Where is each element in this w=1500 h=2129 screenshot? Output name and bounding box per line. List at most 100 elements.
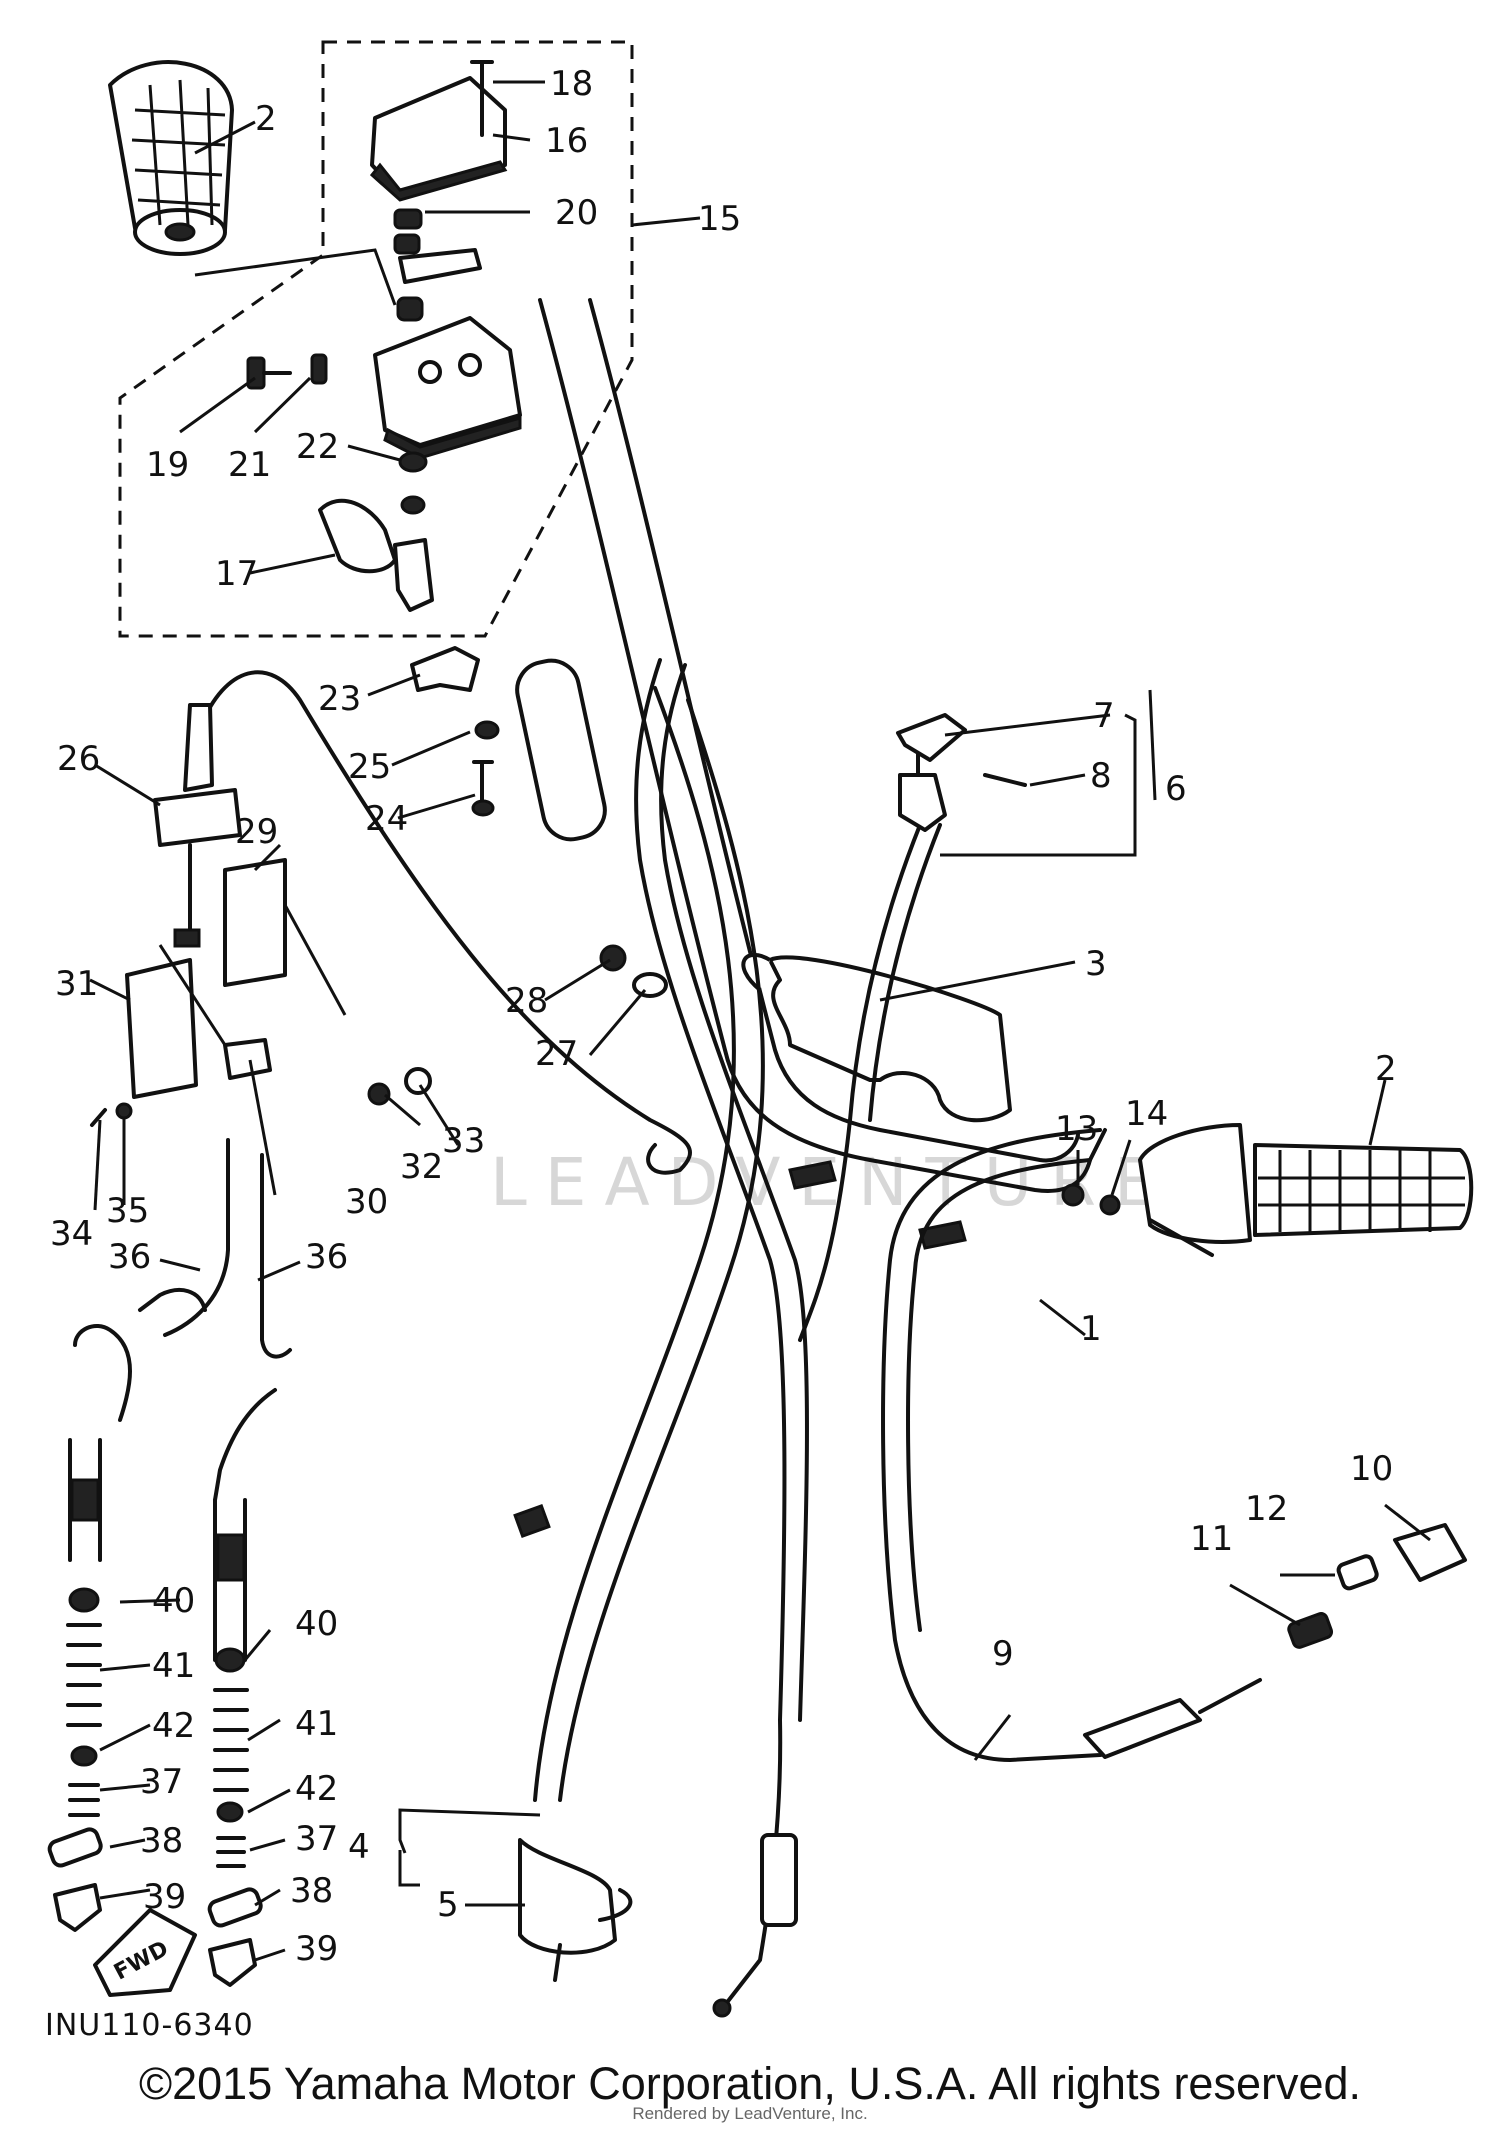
callout-33: 33 [442,1121,485,1161]
callout-labels: 1 2 2 3 4 5 6 7 8 9 10 11 12 13 14 15 16… [50,64,1397,1969]
callout-40-left: 40 [152,1581,195,1621]
handlebar-cover-part [741,952,1012,1123]
cap-12-part [1336,1554,1379,1591]
callout-14: 14 [1125,1094,1168,1134]
callout-2-left: 2 [255,99,277,139]
callout-3: 3 [1085,944,1107,984]
washer-25-part [474,720,500,740]
screw-34-part [90,1108,107,1127]
throttle-cable-4-part [513,686,765,1802]
holder-23-part [410,646,480,692]
fasteners-left-part [47,1587,103,1932]
choke-cable-9-part [881,1128,1467,1762]
rendered-by-credit: Rendered by LeadVenture, Inc. [632,2104,868,2123]
callout-10: 10 [1350,1449,1393,1489]
fasteners-center-part [207,1647,263,1987]
callout-22: 22 [296,427,339,467]
callout-28: 28 [505,981,548,1021]
callout-31: 31 [55,964,98,1004]
callout-41-right: 41 [295,1704,338,1744]
callout-20: 20 [555,193,598,233]
diagram-code: INU110-6340 [45,2008,254,2043]
switch-internals-part [393,208,482,322]
callout-36-right: 36 [305,1237,348,1277]
callout-29: 29 [235,812,278,852]
cover-31-part [125,958,198,1099]
callout-34: 34 [50,1214,93,1254]
callout-41-left: 41 [152,1646,195,1686]
spring-11-part [1287,1612,1334,1649]
watermark-text: LEADVENTURE [490,1144,1174,1221]
switch-assembly-outline [118,40,634,638]
callout-16: 16 [545,121,588,161]
screw-32-part [367,1082,391,1106]
holder-30-part [223,1038,272,1080]
choke-lever-17-part [318,498,434,612]
handlebar-band-2 [918,1220,967,1250]
callout-17: 17 [215,554,258,594]
callout-38-left: 38 [140,1821,183,1861]
callout-36-left: 36 [108,1237,151,1277]
callout-18: 18 [550,64,593,104]
callout-1: 1 [1080,1309,1102,1349]
cable-set-left-part [68,1138,230,1562]
callout-32: 32 [400,1147,443,1187]
clamp-13-14-part [1061,1183,1121,1216]
nut-22-part [398,451,428,515]
callout-12: 12 [1245,1489,1288,1529]
screw-18-part [470,60,494,137]
cable-set-center-part [213,1153,292,1662]
callout-8: 8 [1090,756,1112,796]
adjuster-10-part [1393,1523,1467,1582]
washer-33-part [404,1067,432,1095]
callout-40-right: 40 [295,1604,338,1644]
lever-7-part [896,713,967,762]
callout-39-right: 39 [295,1929,338,1969]
handlebar-part [515,298,1107,1250]
callout-11: 11 [1190,1519,1233,1559]
cover-29-part [223,858,287,987]
callout-13: 13 [1055,1109,1098,1149]
callout-27: 27 [535,1034,578,1074]
pin-8-part [983,773,1027,787]
callout-23: 23 [318,679,361,719]
bolt-24-part [471,760,495,817]
callout-6: 6 [1165,769,1187,809]
callout-9: 9 [992,1634,1014,1674]
callout-37-left: 37 [140,1762,183,1802]
washer-21-part [310,353,328,385]
callout-19: 19 [146,445,189,485]
switch-26-part [153,703,242,948]
throttle-housing-5-part [518,1838,633,1982]
callout-39-left: 39 [143,1877,186,1917]
connector-27-28-part [599,944,668,998]
brake-cable-part [634,658,809,2018]
callout-15: 15 [698,199,741,239]
callout-2-right: 2 [1375,1049,1397,1089]
callout-37-right: 37 [295,1819,338,1859]
callout-25: 25 [348,747,391,787]
callout-38-right: 38 [290,1871,333,1911]
washer-35-part [115,1102,133,1120]
screw-19-part [246,356,292,390]
wire-harness-loop-part [198,670,692,1175]
right-grip-part [1138,1123,1474,1257]
switch-upper-cover-part [369,76,508,202]
callout-5: 5 [437,1885,459,1925]
callout-42-left: 42 [152,1706,195,1746]
front-brake-cable-6-part [798,738,947,1342]
handlebar-left-end [515,658,607,842]
callout-4: 4 [348,1827,370,1867]
leader-lines [89,80,1431,1962]
handlebar-band [788,1160,837,1190]
copyright-notice: ©2015 Yamaha Motor Corporation, U.S.A. A… [138,2058,1362,2109]
callout-35: 35 [106,1191,149,1231]
callout-26: 26 [57,739,100,779]
callout-42-right: 42 [295,1769,338,1809]
switch-lower-case-part [373,316,522,460]
callout-24: 24 [365,799,408,839]
left-grip-part [108,60,234,256]
callout-21: 21 [228,445,271,485]
fwd-tag: FWD [93,1908,197,1997]
